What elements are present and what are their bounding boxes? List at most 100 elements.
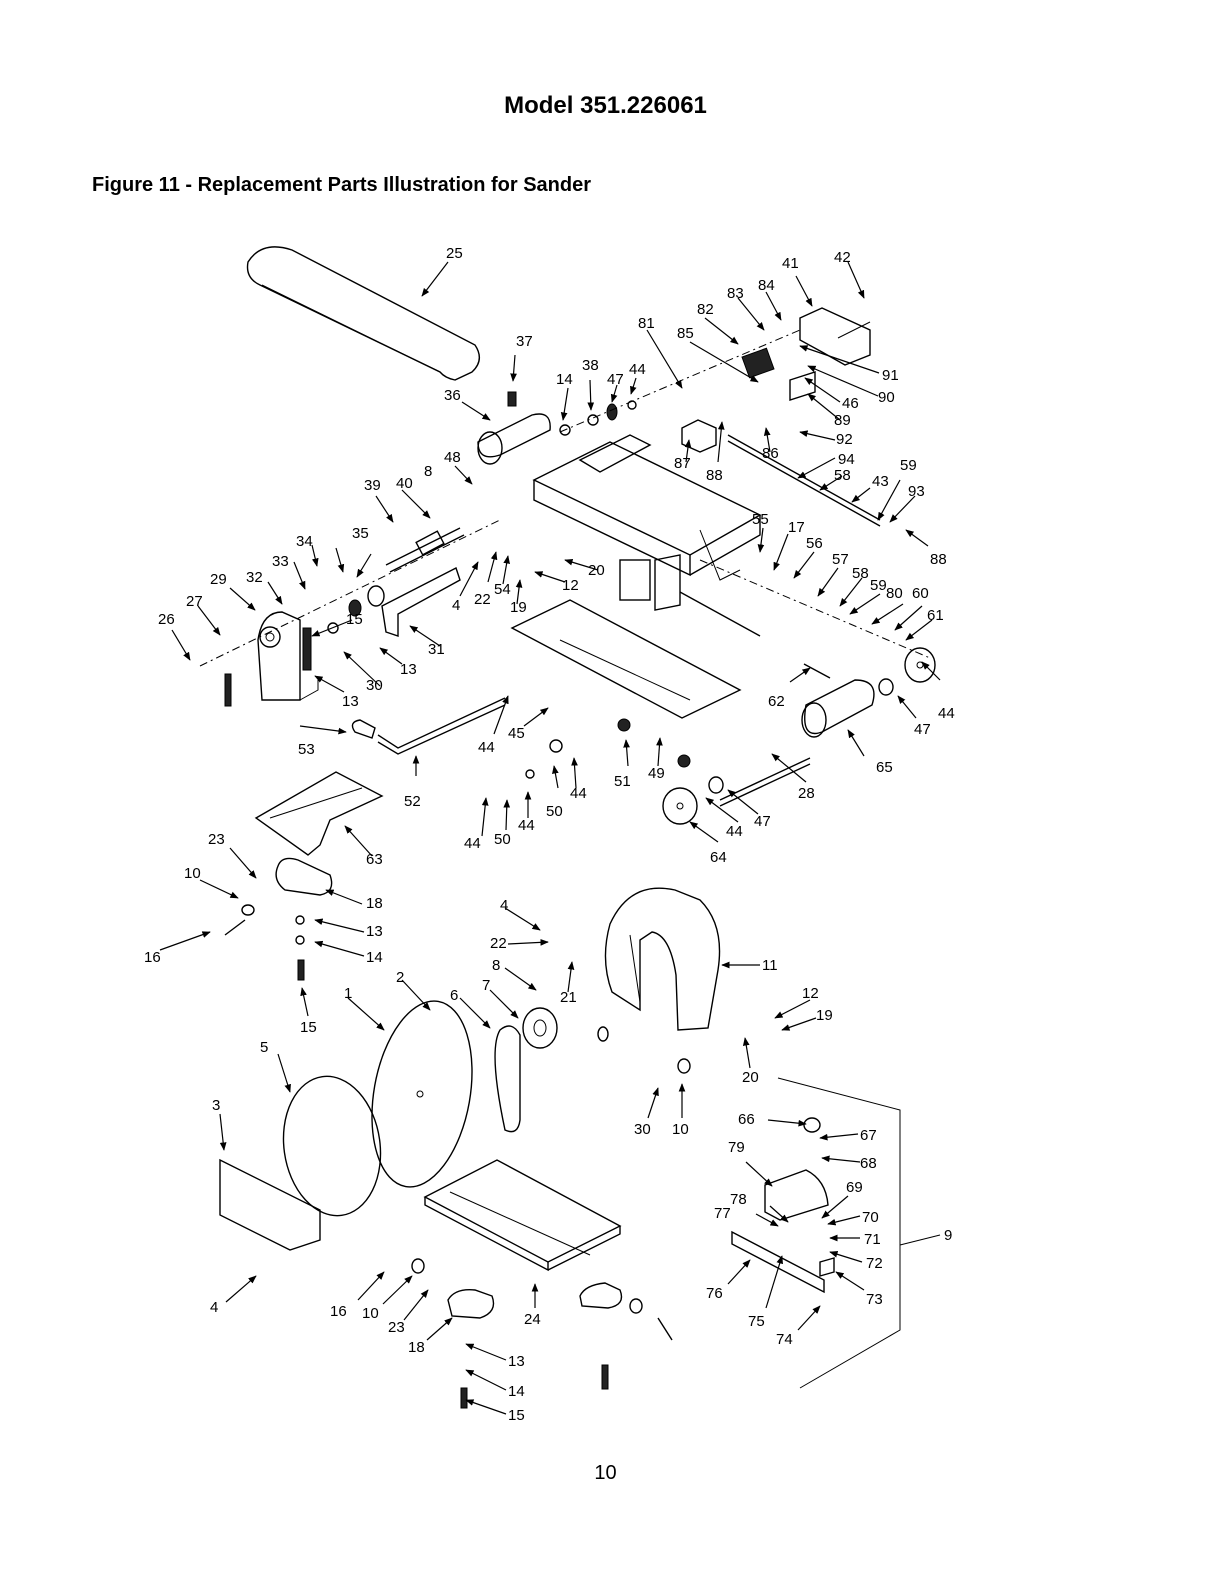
- callout-label: 16: [330, 1303, 347, 1320]
- callout-label: 59: [870, 577, 887, 594]
- callout-label: 55: [752, 511, 769, 528]
- callout-label: 87: [674, 455, 691, 472]
- callout-label: 74: [776, 1331, 793, 1348]
- callout-label: 12: [562, 577, 579, 594]
- callout-label: 58: [852, 565, 869, 582]
- callout-label: 49: [648, 765, 665, 782]
- callout-label: 93: [908, 483, 925, 500]
- callout-label: 28: [798, 785, 815, 802]
- hardware: [199, 329, 931, 1409]
- callout-label: 53: [298, 741, 315, 758]
- sanding-disc-plate: [371, 1000, 473, 1188]
- drive-shaft: [719, 757, 811, 807]
- callout-label: 44: [518, 817, 535, 834]
- callout-label: 44: [478, 739, 495, 756]
- callout-label: 4: [210, 1299, 218, 1316]
- callout-label: 51: [614, 773, 631, 790]
- callout-label: 10: [362, 1305, 379, 1322]
- callout-label: 5: [260, 1039, 268, 1056]
- callout-label: 3: [212, 1097, 220, 1114]
- callout-label: 90: [878, 389, 895, 406]
- callout-label: 30: [366, 677, 383, 694]
- callout-label: 20: [742, 1069, 759, 1086]
- callout-label: 19: [816, 1007, 833, 1024]
- callout-label: 12: [802, 985, 819, 1002]
- disc-cover-plate: [219, 1158, 321, 1251]
- callout-label: 19: [510, 599, 527, 616]
- callout-label: 50: [494, 831, 511, 848]
- callout-label: 46: [842, 395, 859, 412]
- callout-label: 59: [900, 457, 917, 474]
- pivot-rod: [679, 591, 831, 679]
- callout-label: 43: [872, 473, 889, 490]
- callout-label: 78: [730, 1191, 747, 1208]
- upper-bracket: [799, 307, 871, 366]
- sanding-belt: [246, 246, 480, 381]
- callout-label: 2: [396, 969, 404, 986]
- callout-label: 14: [366, 949, 383, 966]
- callout-label: 88: [930, 551, 947, 568]
- callout-label: 56: [806, 535, 823, 552]
- callout-label: 10: [672, 1121, 689, 1138]
- callout-label: 44: [629, 361, 646, 378]
- callout-label: 57: [832, 551, 849, 568]
- callout-label: 4: [500, 897, 508, 914]
- callout-label: 34: [296, 533, 313, 550]
- callout-label: 39: [364, 477, 381, 494]
- callout-label: 11: [762, 957, 778, 974]
- callout-label: 61: [927, 607, 944, 624]
- callout-label: 52: [404, 793, 421, 810]
- callout-label: 45: [508, 725, 525, 742]
- trunnion-lower-right: [579, 1282, 623, 1309]
- callout-label: 13: [366, 923, 383, 940]
- callout-label: 32: [246, 569, 263, 586]
- miter-bracket-outline: [777, 1077, 941, 1389]
- model-title: Model 351.226061: [504, 92, 707, 119]
- callout-label: 23: [388, 1319, 405, 1336]
- callout-label: 25: [446, 245, 463, 262]
- callout-label: 15: [346, 611, 363, 628]
- callout-label: 36: [444, 387, 461, 404]
- callout-label: 60: [912, 585, 929, 602]
- callout-label: 18: [408, 1339, 425, 1356]
- callout-label: 31: [428, 641, 445, 658]
- sander-table-frame: [532, 434, 762, 611]
- callout-label: 44: [464, 835, 481, 852]
- callout-label: 26: [158, 611, 175, 628]
- callout-label: 15: [300, 1019, 317, 1036]
- callout-label: 72: [866, 1255, 883, 1272]
- belt-idler-drum: [477, 413, 551, 465]
- callout-label: 9: [944, 1227, 952, 1244]
- callout-label: 22: [474, 591, 491, 608]
- callout-label: 6: [450, 987, 458, 1004]
- callout-label: 22: [490, 935, 507, 952]
- callout-label: 47: [754, 813, 771, 830]
- callout-label: 41: [782, 255, 799, 272]
- callout-label: 94: [838, 451, 855, 468]
- callout-label: 29: [210, 571, 227, 588]
- tension-arm: [381, 567, 461, 637]
- callout-label: 38: [582, 357, 599, 374]
- crank-handle: [351, 697, 506, 755]
- pulley-disc: [662, 787, 698, 825]
- callout-label: 13: [342, 693, 359, 710]
- callout-labels: 25 37 36 14 38 47 44 81 82 85 83 84 41 4…: [144, 245, 955, 1424]
- callout-label: 89: [834, 412, 851, 429]
- callout-label: 18: [366, 895, 383, 912]
- page-number: 10: [594, 1462, 617, 1484]
- callout-label: 13: [400, 661, 417, 678]
- callout-label: 44: [938, 705, 955, 722]
- callout-label: 14: [556, 371, 573, 388]
- callout-label: 8: [424, 463, 432, 480]
- idler-disc: [904, 647, 936, 683]
- callout-label: 69: [846, 1179, 863, 1196]
- callout-label: 88: [706, 467, 723, 484]
- callout-label: 50: [546, 803, 563, 820]
- drive-drum: [801, 679, 875, 738]
- callout-label: 83: [727, 285, 744, 302]
- callout-label: 92: [836, 431, 853, 448]
- adjust-shaft: [385, 527, 465, 573]
- callout-label: 75: [748, 1313, 765, 1330]
- callout-label: 79: [728, 1139, 745, 1156]
